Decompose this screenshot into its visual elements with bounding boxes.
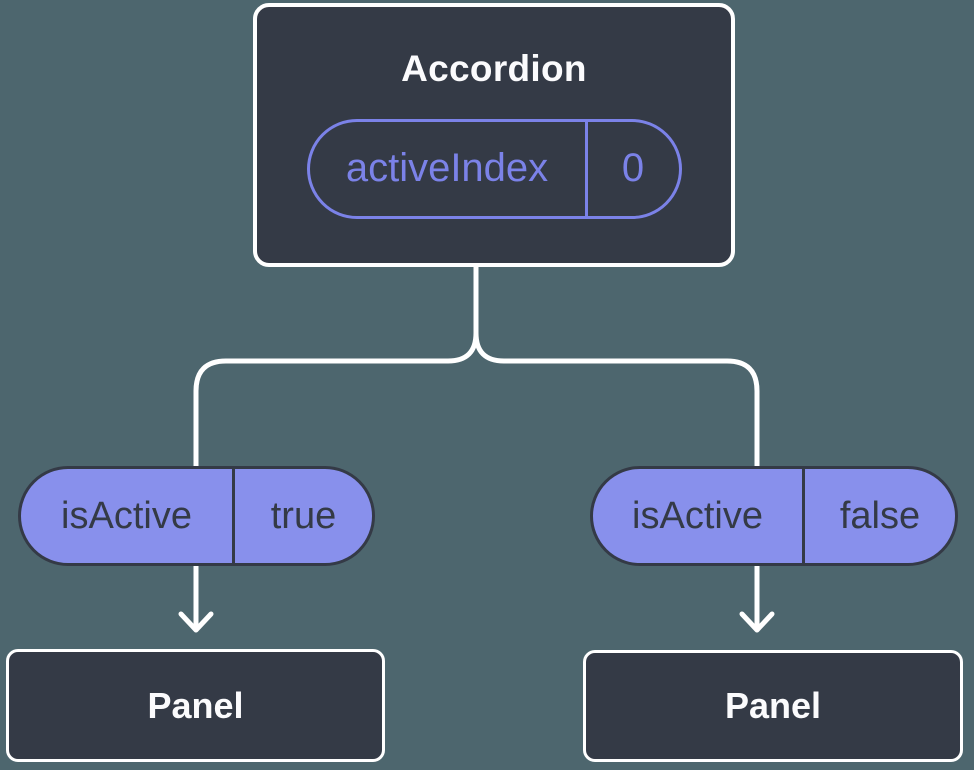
accordion-component-box: Accordion activeIndex 0 <box>253 3 735 267</box>
state-name: activeIndex <box>310 121 588 216</box>
prop-value: true <box>270 494 337 537</box>
connector-root-to-right <box>473 261 760 473</box>
component-title: Panel <box>724 685 822 726</box>
component-title: Panel <box>147 684 244 726</box>
state-value: 0 <box>621 146 645 191</box>
panel-component-box-right: Panel <box>583 650 963 762</box>
state-pill: activeIndex 0 <box>306 118 682 219</box>
prop-value: false <box>839 494 921 537</box>
prop-pill-right: isActive false <box>590 466 958 566</box>
component-title: Accordion <box>401 48 587 89</box>
connector-root-to-left <box>193 261 479 473</box>
arrow-left-head-icon <box>178 611 214 633</box>
prop-name: isActive <box>21 469 235 563</box>
panel-component-box-left: Panel <box>6 649 385 762</box>
prop-pill-left: isActive true <box>18 466 375 566</box>
arrow-right-head-icon <box>739 611 775 633</box>
prop-name: isActive <box>593 469 805 563</box>
